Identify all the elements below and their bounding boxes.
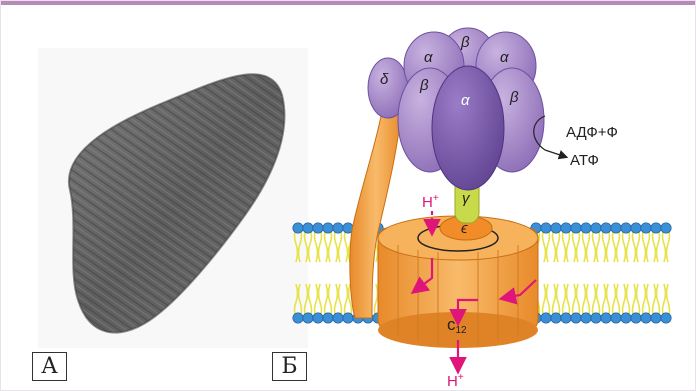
lipid-head — [541, 223, 551, 233]
lipid-head — [571, 223, 581, 233]
lipid-head — [551, 223, 561, 233]
lipid-head — [313, 313, 323, 323]
lipid-head — [581, 313, 591, 323]
mitochondrion-micrograph — [38, 48, 308, 348]
lipid-head — [571, 313, 581, 323]
lipid-head — [611, 223, 621, 233]
lipid-head — [661, 223, 671, 233]
lipid-head — [591, 313, 601, 323]
proton-label-bottom: H+ — [447, 372, 464, 390]
lipid-head — [651, 313, 661, 323]
label-alpha-center: α — [461, 92, 470, 109]
lipid-head — [303, 313, 313, 323]
f1-head — [368, 28, 544, 190]
lipid-head — [541, 313, 551, 323]
lipid-head — [641, 223, 651, 233]
panel-label-a: А — [32, 352, 67, 381]
lipid-head — [323, 313, 333, 323]
lipid-head — [631, 313, 641, 323]
reaction-annotation: АДФ+Ф АТФ — [534, 116, 618, 169]
lipid-head — [581, 223, 591, 233]
lipid-head — [333, 223, 343, 233]
lipid-head — [661, 313, 671, 323]
lipid-head — [551, 313, 561, 323]
reaction-output-label: АТФ — [570, 152, 599, 169]
proton-label-top: H+ — [422, 193, 439, 211]
label-alpha-right: α — [500, 49, 509, 66]
lipid-head — [293, 313, 303, 323]
lipid-head — [591, 223, 601, 233]
lipid-head — [611, 313, 621, 323]
label-alpha-left: α — [424, 49, 433, 66]
lipid-head — [333, 313, 343, 323]
lipid-head — [313, 223, 323, 233]
lipid-head — [601, 313, 611, 323]
reaction-input-label: АДФ+Ф — [566, 124, 618, 141]
lipid-head — [323, 223, 333, 233]
lipid-head — [303, 223, 313, 233]
label-beta-left: β — [419, 77, 429, 94]
label-beta-right: β — [509, 89, 519, 106]
lipid-head — [641, 313, 651, 323]
lipid-head — [343, 313, 353, 323]
label-epsilon: ϵ — [461, 220, 468, 237]
lipid-head — [621, 313, 631, 323]
label-beta-top: β — [460, 34, 470, 51]
lipid-head — [293, 223, 303, 233]
lipid-head — [631, 223, 641, 233]
lipid-head — [621, 223, 631, 233]
lipid-head — [651, 223, 661, 233]
lipid-head — [561, 223, 571, 233]
label-delta: δ — [380, 71, 389, 88]
panel-label-b: Б — [272, 352, 307, 381]
lipid-head — [561, 313, 571, 323]
lipid-head — [601, 223, 611, 233]
